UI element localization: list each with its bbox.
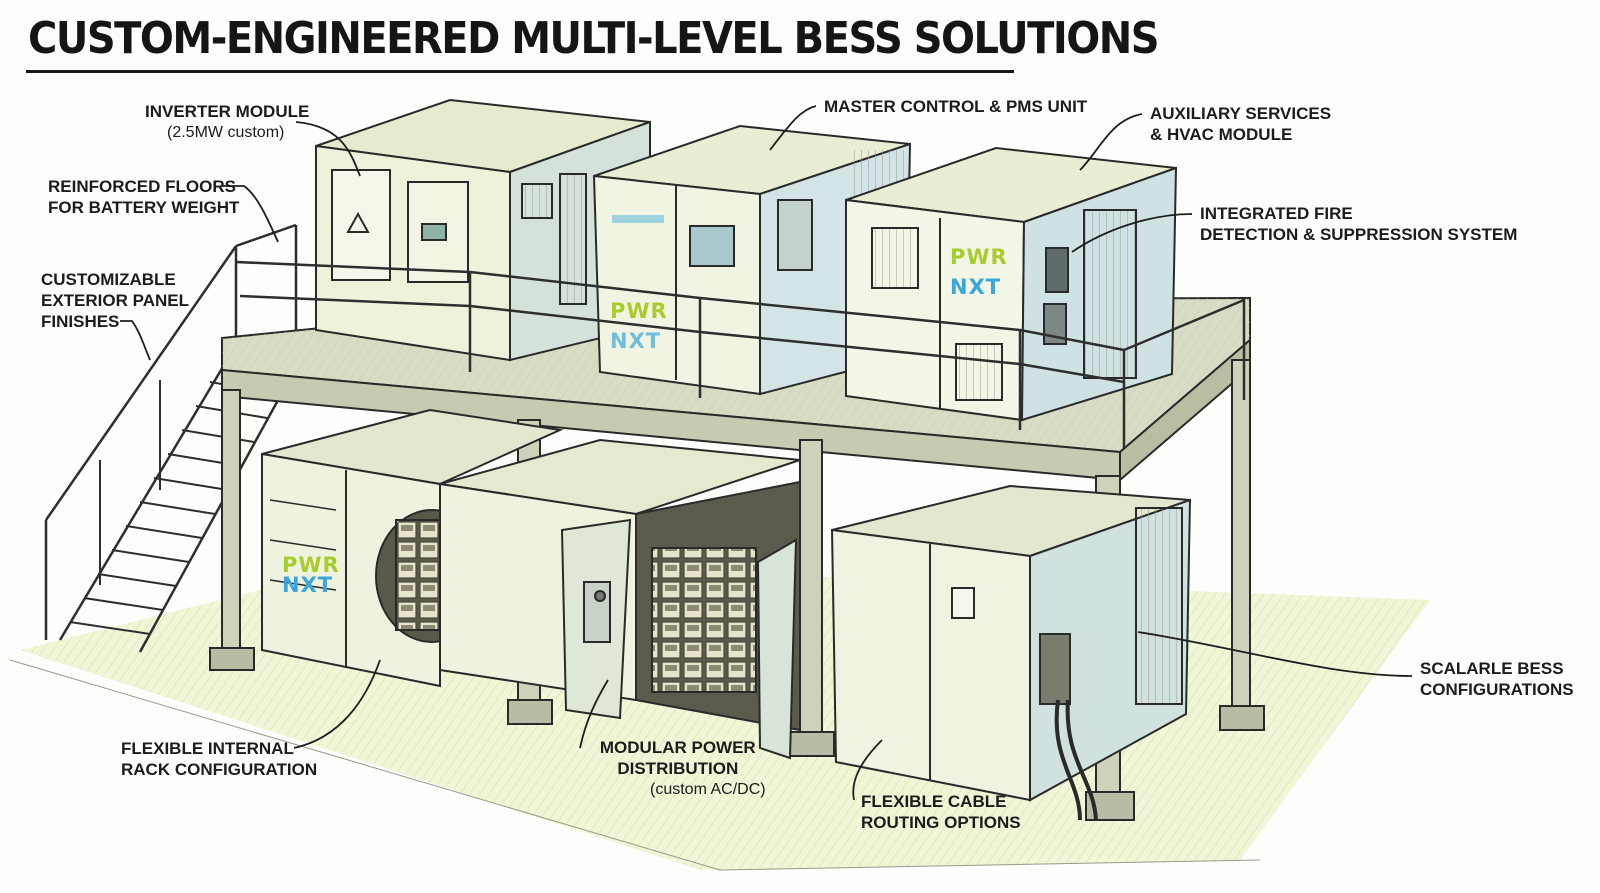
callout-auxiliary-services: AUXILIARY SERVICES & HVAC MODULE	[1150, 103, 1331, 145]
brand-word-nxt-1: NXT	[950, 275, 1001, 299]
callout-master-control: MASTER CONTROL & PMS UNIT	[824, 96, 1087, 117]
callout-rack-configuration: FLEXIBLE INTERNAL RACK CONFIGURATION	[121, 738, 317, 780]
brand-label-upper-middle: PWR NXT	[610, 299, 668, 353]
callout-cable-line2: ROUTING OPTIONS	[861, 813, 1021, 832]
callout-scalable-line2: CONFIGURATIONS	[1420, 680, 1574, 699]
brand-word-nxt-2: NXT	[610, 329, 661, 353]
callout-master-control-line1: MASTER CONTROL & PMS UNIT	[824, 97, 1088, 116]
auxiliary-container	[845, 146, 1178, 422]
brand-word-pwr-3: PWR	[282, 553, 340, 577]
callout-exterior-line1: CUSTOMIZABLE	[41, 270, 176, 289]
callout-cable-routing: FLEXIBLE CABLE ROUTING OPTIONS	[861, 791, 1021, 833]
callout-fire-line2: DETECTION & SUPPRESSION SYSTEM	[1200, 225, 1518, 244]
brand-label-lower-left: PWR NXT	[282, 553, 340, 597]
callout-reinforced-floors: REINFORCED FLOORS FOR BATTERY WEIGHT	[48, 176, 239, 218]
brand-word-pwr-2: PWR	[610, 299, 668, 323]
callout-power-line3: (custom AC/DC)	[650, 781, 766, 798]
callout-scalable-configurations: SCALARLE BESS CONFIGURATIONS	[1420, 658, 1574, 700]
callout-rack-line2: RACK CONFIGURATION	[121, 760, 318, 779]
callout-exterior-line2: EXTERIOR PANEL	[41, 291, 189, 310]
callout-power-line2: DISTRIBUTION	[617, 759, 739, 778]
callout-auxiliary-line1: AUXILIARY SERVICES	[1150, 104, 1332, 123]
diagram-title: CUSTOM-ENGINEERED MULTI-LEVEL BESS SOLUT…	[28, 14, 1160, 64]
callout-auxiliary-line2: & HVAC MODULE	[1150, 125, 1293, 144]
title-underline	[26, 70, 1014, 73]
callout-rack-line1: FLEXIBLE INTERNAL	[121, 739, 294, 758]
brand-label-upper-right: PWR NXT	[950, 245, 1008, 299]
callout-inverter-module: INVERTER MODULE (2.5MW custom)	[145, 101, 309, 143]
callout-exterior-line3: FINISHES	[41, 312, 120, 331]
callout-power-line1: MODULAR POWER	[599, 738, 756, 757]
callout-inverter-line1: INVERTER MODULE	[145, 102, 310, 121]
brand-word-nxt-3: NXT	[282, 573, 333, 597]
callout-cable-line1: FLEXIBLE CABLE	[861, 792, 1007, 811]
brand-word-pwr-1: PWR	[950, 245, 1008, 269]
callout-fire-line1: INTEGRATED FIRE	[1200, 204, 1353, 223]
lower-container-right	[830, 484, 1192, 821]
callout-scalable-line1: SCALARLE BESS	[1420, 659, 1564, 678]
callout-exterior-finishes: CUSTOMIZABLE EXTERIOR PANEL FINISHES	[41, 269, 189, 332]
callout-inverter-line2: (2.5MW custom)	[167, 124, 285, 141]
callout-fire-suppression: INTEGRATED FIRE DETECTION & SUPPRESSION …	[1200, 203, 1517, 245]
callout-power-distribution: MODULAR POWER DISTRIBUTION (custom AC/DC…	[590, 737, 766, 800]
callout-reinforced-line1: REINFORCED FLOORS	[48, 177, 236, 196]
lower-container-middle	[439, 438, 801, 760]
upper-railing	[235, 260, 1246, 448]
callout-reinforced-line2: FOR BATTERY WEIGHT	[48, 198, 240, 217]
callout-leaders	[120, 105, 1413, 801]
